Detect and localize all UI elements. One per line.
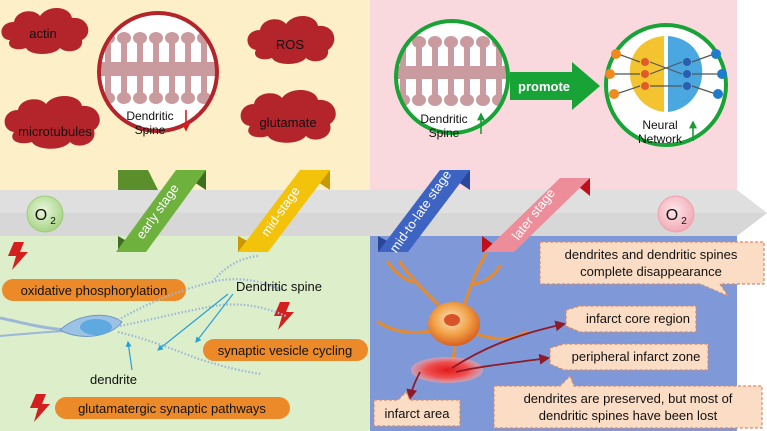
network-label-1: Neural xyxy=(642,118,677,132)
note-disappearance-line1: dendrites and dendritic spines xyxy=(565,247,738,262)
note-preserved: dendrites are preserved, but most of den… xyxy=(493,374,763,429)
pathway-glutamatergic: glutamatergic synaptic pathways xyxy=(55,397,290,419)
dendritic-spine-circle-decline: Dendritic Spine xyxy=(97,11,219,137)
spine-left-label-2: Spine xyxy=(135,123,166,137)
cloud-label-ros: ROS xyxy=(276,37,305,52)
network-label-2: Network xyxy=(638,132,683,146)
promote-label: promote xyxy=(518,79,570,94)
pathway-oxidative-phosphorylation: oxidative phosphorylation xyxy=(2,279,186,301)
oxygen-left-symbol: O xyxy=(35,207,47,224)
pathway-label-glutamatergic: glutamatergic synaptic pathways xyxy=(78,401,266,416)
pathway-synaptic-vesicle-cycling: synaptic vesicle cycling xyxy=(203,339,368,361)
cloud-label-actin: actin xyxy=(29,26,56,41)
spine-left-label-1: Dendritic xyxy=(126,109,173,123)
cloud-actin: actin xyxy=(1,7,89,54)
cloud-ros: ROS xyxy=(247,15,335,64)
oxygen-right-symbol: O xyxy=(666,207,678,224)
cloud-label-glutamate: glutamate xyxy=(259,115,316,130)
oxygen-left-subscript: 2 xyxy=(50,216,56,227)
panel-bottom-left xyxy=(0,220,370,431)
note-disappearance-line2: complete disappearance xyxy=(580,264,722,279)
dendrite-neuron-illustration: Dendritic spine dendrite xyxy=(0,254,322,387)
note-infarct-core: infarct core region xyxy=(565,305,697,333)
promote-arrow: promote xyxy=(510,62,600,110)
oxygen-right-subscript: 2 xyxy=(681,216,687,227)
pathway-label-vesicle: synaptic vesicle cycling xyxy=(218,343,352,358)
label-dendrite: dendrite xyxy=(90,372,137,387)
note-preserved-line2: dendritic spines have been lost xyxy=(539,408,718,423)
oxygen-bubble-left: O 2 xyxy=(26,195,64,233)
note-core-label: infarct core region xyxy=(586,311,690,326)
note-peripheral-label: peripheral infarct zone xyxy=(572,349,701,364)
infarct-neuron-illustration xyxy=(376,252,567,401)
note-infarct-area: infarct area xyxy=(373,390,461,427)
note-preserved-line1: dendrites are preserved, but most of xyxy=(524,391,733,406)
cloud-glutamate: glutamate xyxy=(240,89,336,143)
oxygen-bubble-right: O 2 xyxy=(657,195,695,233)
lightning-icon xyxy=(274,302,294,330)
infarct-zone-marker xyxy=(411,357,483,383)
label-dendritic-spine: Dendritic spine xyxy=(236,279,322,294)
note-area-label: infarct area xyxy=(384,406,450,421)
lightning-icon xyxy=(8,242,28,270)
note-disappearance: dendrites and dendritic spines complete … xyxy=(539,241,765,298)
spine-right-label-1: Dendritic xyxy=(420,112,467,126)
spine-right-label-2: Spine xyxy=(429,126,460,140)
cloud-microtubules: microtubules xyxy=(4,95,100,149)
neural-network-circle: Neural Network xyxy=(604,23,728,147)
dendritic-spine-circle-recovery: Dendritic Spine xyxy=(394,19,510,140)
lightning-icon xyxy=(30,394,50,422)
pathway-label-oxidative: oxidative phosphorylation xyxy=(21,283,168,298)
note-peripheral-zone: peripheral infarct zone xyxy=(549,343,709,371)
cloud-label-microtubules: microtubules xyxy=(18,124,92,139)
